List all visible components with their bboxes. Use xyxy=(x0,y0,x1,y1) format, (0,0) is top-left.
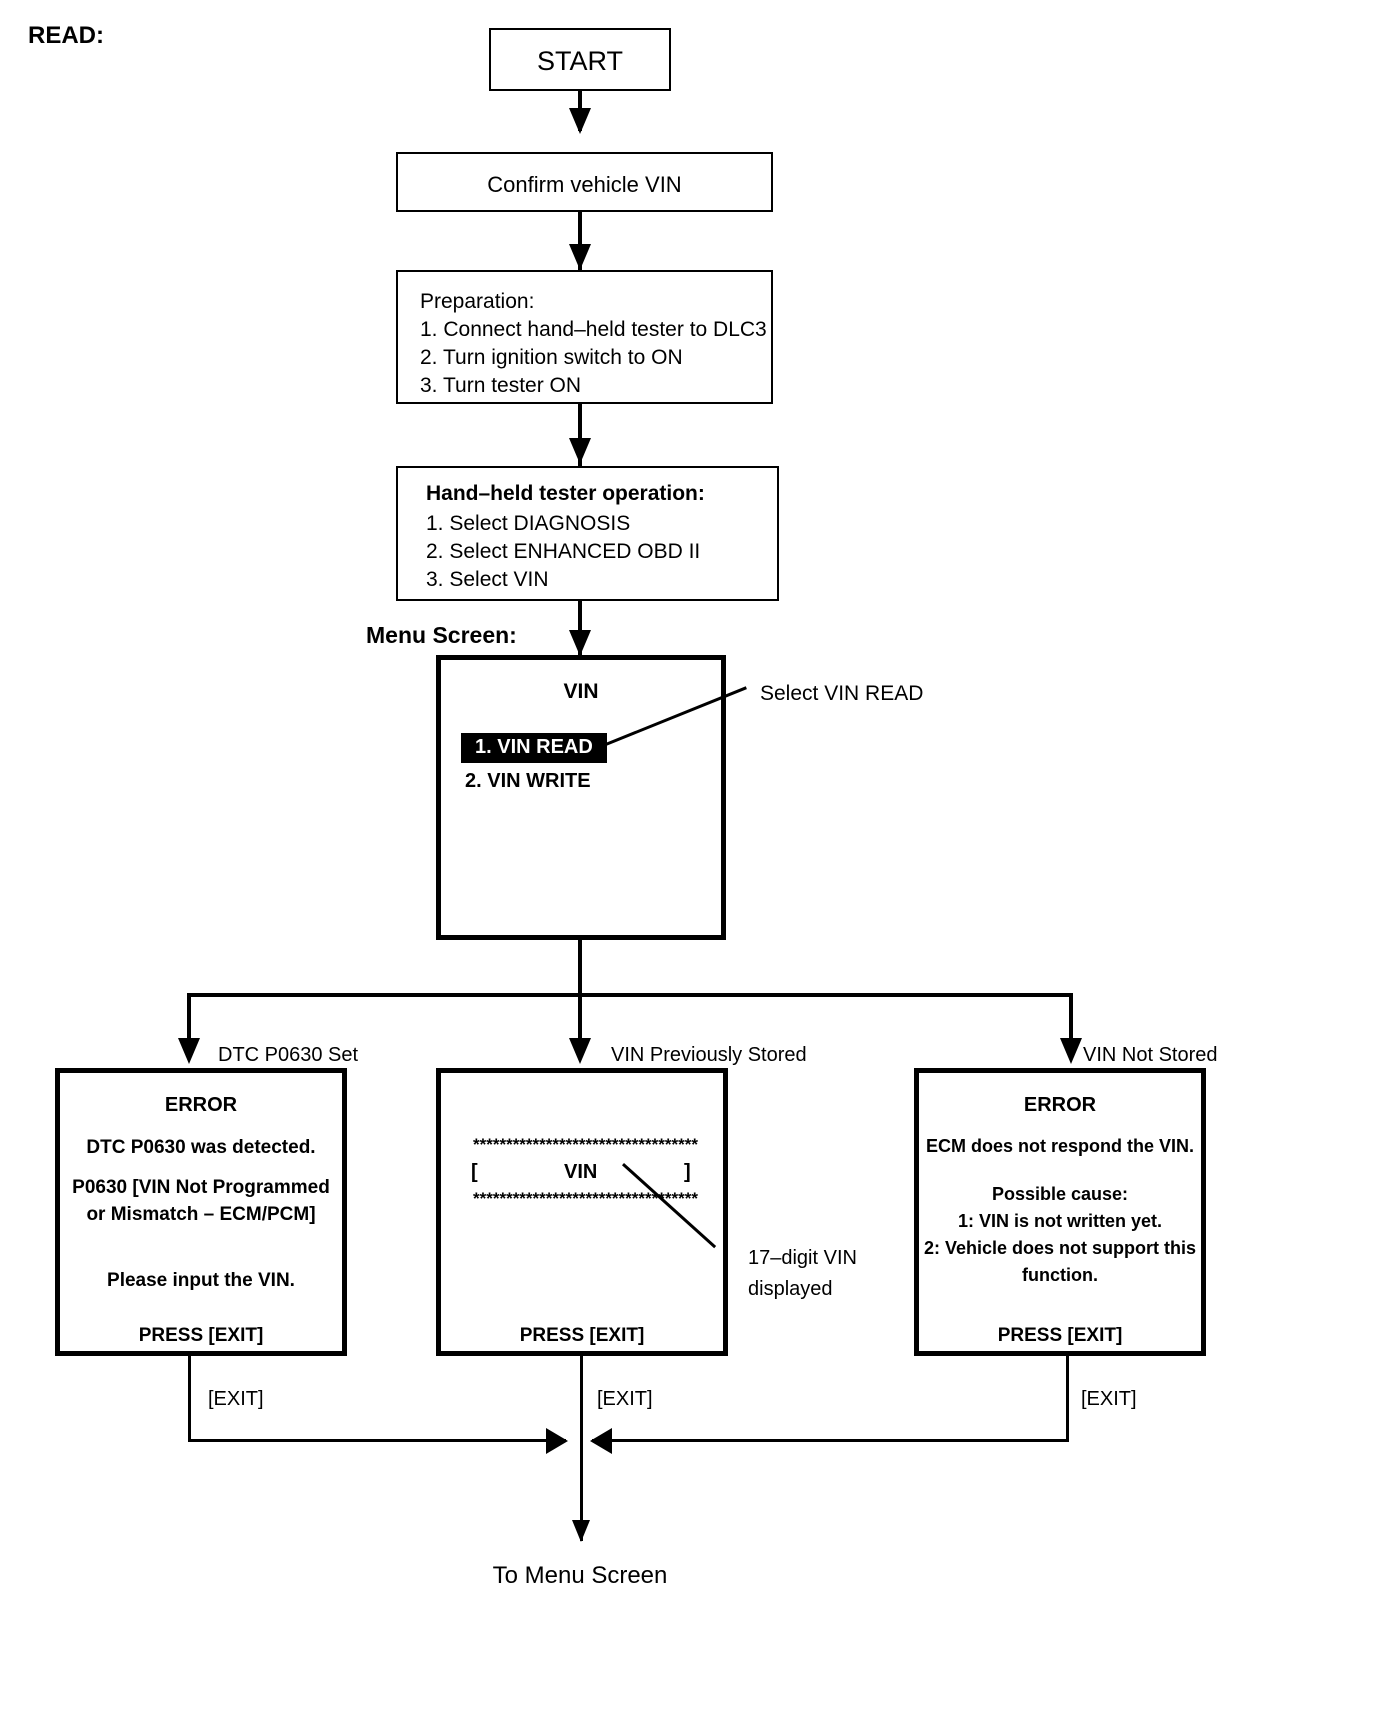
error-no-vin-line-2: Possible cause: xyxy=(991,1184,1129,1204)
menu-item-vin-read[interactable]: 1. VIN READ xyxy=(461,733,607,763)
exit-label-left: [EXIT] xyxy=(208,1388,264,1410)
arrow-confirm-to-prep xyxy=(569,244,591,270)
branch-right-drop xyxy=(1069,993,1073,1056)
arrow-branch-right xyxy=(1060,1038,1082,1064)
exit-middle-vertical xyxy=(580,1356,583,1541)
exit-right-vertical xyxy=(1066,1356,1069,1442)
error-dtc-line-2: P0630 [VIN Not Programmed xyxy=(72,1177,330,1198)
error-dtc-line-1: DTC P0630 was detected. xyxy=(86,1137,316,1158)
branch-label-dtc: DTC P0630 Set xyxy=(218,1044,359,1066)
tester-operation-step-1: 1. Select DIAGNOSIS xyxy=(426,512,631,535)
tester-operation-step-3: 3. Select VIN xyxy=(426,568,549,591)
menu-screen-label: Menu Screen: xyxy=(366,622,517,648)
arrow-branch-left xyxy=(178,1038,200,1064)
arrow-prep-to-tester xyxy=(569,438,591,464)
menu-screen-box: VIN 1. VIN READ 2. VIN WRITE xyxy=(436,655,726,940)
error-no-vin-line-4: 2: Vehicle does not support this xyxy=(923,1238,1197,1258)
callout-17-digit-vin-line-2: displayed xyxy=(748,1278,833,1300)
error-dtc-footer: PRESS [EXIT] xyxy=(138,1325,264,1346)
arrow-exit-left-merge xyxy=(546,1428,568,1454)
exit-label-right: [EXIT] xyxy=(1081,1388,1137,1410)
connector-confirm-to-prep xyxy=(578,212,582,270)
error-no-vin-line-1: ECM does not respond the VIN. xyxy=(925,1136,1194,1156)
connector-menu-to-split xyxy=(578,940,582,995)
tester-operation-step-2: 2. Select ENHANCED OBD II xyxy=(426,540,701,563)
vin-label: VIN xyxy=(564,1161,598,1183)
vin-bracket-left: [ xyxy=(471,1161,478,1183)
vin-asterisks-bottom: ********************************** xyxy=(473,1189,698,1208)
vin-asterisks-top: ********************************** xyxy=(473,1135,698,1154)
branch-middle-drop xyxy=(578,993,582,1056)
preparation-step-1: 1. Connect hand–held tester to DLC3 xyxy=(420,318,767,341)
screen-error-dtc: ERROR DTC P0630 was detected. P0630 [VIN… xyxy=(55,1068,347,1356)
screen-error-no-vin: ERROR ECM does not respond the VIN. Poss… xyxy=(914,1068,1206,1356)
vin-bracket-right: ] xyxy=(684,1161,691,1183)
menu-screen-title: VIN xyxy=(563,680,599,703)
confirm-vin-label: Confirm vehicle VIN xyxy=(487,172,682,197)
exit-left-vertical xyxy=(188,1356,191,1442)
error-no-vin-line-5: function. xyxy=(1022,1265,1098,1285)
error-no-vin-title: ERROR xyxy=(1023,1094,1097,1116)
preparation-step-3: 3. Turn tester ON xyxy=(420,374,582,397)
callout-select-vin-read: Select VIN READ xyxy=(760,682,924,705)
menu-item-vin-write[interactable]: 2. VIN WRITE xyxy=(465,770,591,792)
error-dtc-title: ERROR xyxy=(164,1094,238,1116)
branch-bus-horizontal xyxy=(187,993,1073,997)
exit-left-horizontal xyxy=(188,1439,566,1442)
tester-operation-box: Hand–held tester operation: 1. Select DI… xyxy=(396,466,779,601)
preparation-step-2: 2. Turn ignition switch to ON xyxy=(420,346,683,369)
exit-label-middle: [EXIT] xyxy=(597,1388,653,1410)
arrow-start-to-confirm xyxy=(569,108,591,134)
start-label: START xyxy=(536,46,623,76)
arrow-exit-right-merge xyxy=(590,1428,612,1454)
preparation-box: Preparation: 1. Connect hand–held tester… xyxy=(396,270,773,404)
branch-label-vin-not-stored: VIN Not Stored xyxy=(1083,1044,1218,1066)
arrow-branch-middle xyxy=(569,1038,591,1064)
callout-17-digit-vin-line-1: 17–digit VIN xyxy=(748,1247,857,1269)
error-no-vin-footer: PRESS [EXIT] xyxy=(997,1325,1123,1346)
screen-vin-stored: ********************************** [ VIN… xyxy=(436,1068,728,1356)
start-box: START xyxy=(489,28,671,91)
vin-stored-footer: PRESS [EXIT] xyxy=(519,1325,645,1346)
footer-to-menu-screen: To Menu Screen xyxy=(492,1562,668,1589)
page-title: READ: xyxy=(28,22,104,49)
error-dtc-line-4: Please input the VIN. xyxy=(107,1270,295,1291)
arrow-tester-to-menu xyxy=(569,630,591,656)
exit-right-horizontal xyxy=(592,1439,1069,1442)
branch-left-drop xyxy=(187,993,191,1056)
tester-operation-heading: Hand–held tester operation: xyxy=(426,482,705,505)
connector-prep-to-tester xyxy=(578,404,582,466)
error-dtc-line-3: or Mismatch – ECM/PCM] xyxy=(86,1204,316,1225)
confirm-vin-box: Confirm vehicle VIN xyxy=(396,152,773,212)
arrow-to-menu-screen xyxy=(572,1520,590,1542)
connector-tester-to-menu xyxy=(578,601,582,657)
preparation-heading: Preparation: xyxy=(420,290,535,313)
branch-label-vin-stored: VIN Previously Stored xyxy=(611,1044,807,1066)
error-no-vin-line-3: 1: VIN is not written yet. xyxy=(957,1211,1163,1231)
